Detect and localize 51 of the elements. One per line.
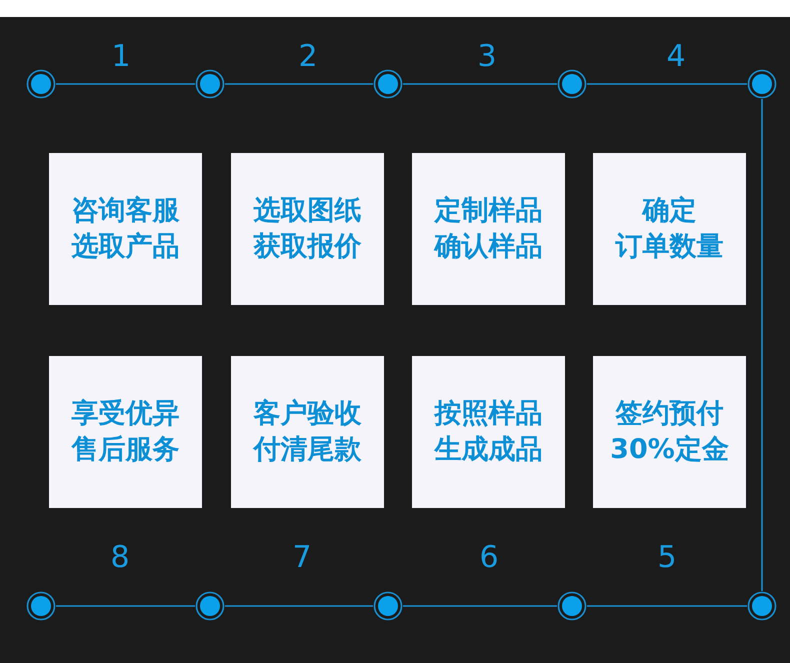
connector-line	[225, 605, 373, 607]
step-text: 确认样品	[434, 231, 542, 263]
step-number: 4	[666, 40, 686, 74]
step-number: 8	[110, 541, 130, 575]
step-card	[231, 153, 384, 305]
step-dot	[747, 591, 777, 621]
step-text: 售后服务	[72, 434, 180, 466]
step-dot	[557, 591, 587, 621]
step-text: 获取报价	[254, 231, 362, 263]
step-card	[412, 153, 565, 305]
step-card	[49, 356, 202, 508]
step-number: 1	[111, 40, 131, 74]
step-dot	[26, 591, 56, 621]
step-card	[49, 153, 202, 305]
connector-line	[761, 99, 763, 591]
step-card	[231, 356, 384, 508]
step-text: 客户验收	[254, 398, 362, 430]
step-text: 定制样品	[434, 195, 542, 227]
step-dot	[373, 591, 403, 621]
step-card	[412, 356, 565, 508]
connector-line	[587, 83, 747, 85]
step-text: 选取图纸	[254, 195, 362, 227]
step-dot	[195, 591, 225, 621]
step-text: 咨询客服	[72, 195, 180, 227]
step-text: 生成成品	[434, 434, 542, 466]
connector-line	[225, 83, 373, 85]
step-dot	[195, 69, 225, 99]
step-number: 5	[657, 541, 677, 575]
step-card	[593, 356, 746, 508]
connector-line	[403, 605, 557, 607]
step-text: 30%定金	[610, 434, 729, 466]
step-card	[593, 153, 746, 305]
connector-line	[403, 83, 557, 85]
step-number: 7	[292, 541, 312, 575]
step-text: 订单数量	[616, 231, 724, 263]
step-text: 享受优异	[72, 398, 180, 430]
step-text: 选取产品	[72, 231, 180, 263]
step-text: 付清尾款	[254, 434, 362, 466]
connector-line	[56, 83, 195, 85]
step-dot	[557, 69, 587, 99]
step-dot	[747, 69, 777, 99]
step-text: 签约预付	[616, 398, 724, 430]
step-text: 确定	[642, 195, 696, 227]
connector-line	[56, 605, 195, 607]
connector-line	[587, 605, 747, 607]
step-dot	[373, 69, 403, 99]
step-text: 按照样品	[434, 398, 542, 430]
step-dot	[26, 69, 56, 99]
step-number: 2	[298, 40, 318, 74]
step-number: 6	[479, 541, 499, 575]
step-number: 3	[477, 40, 497, 74]
